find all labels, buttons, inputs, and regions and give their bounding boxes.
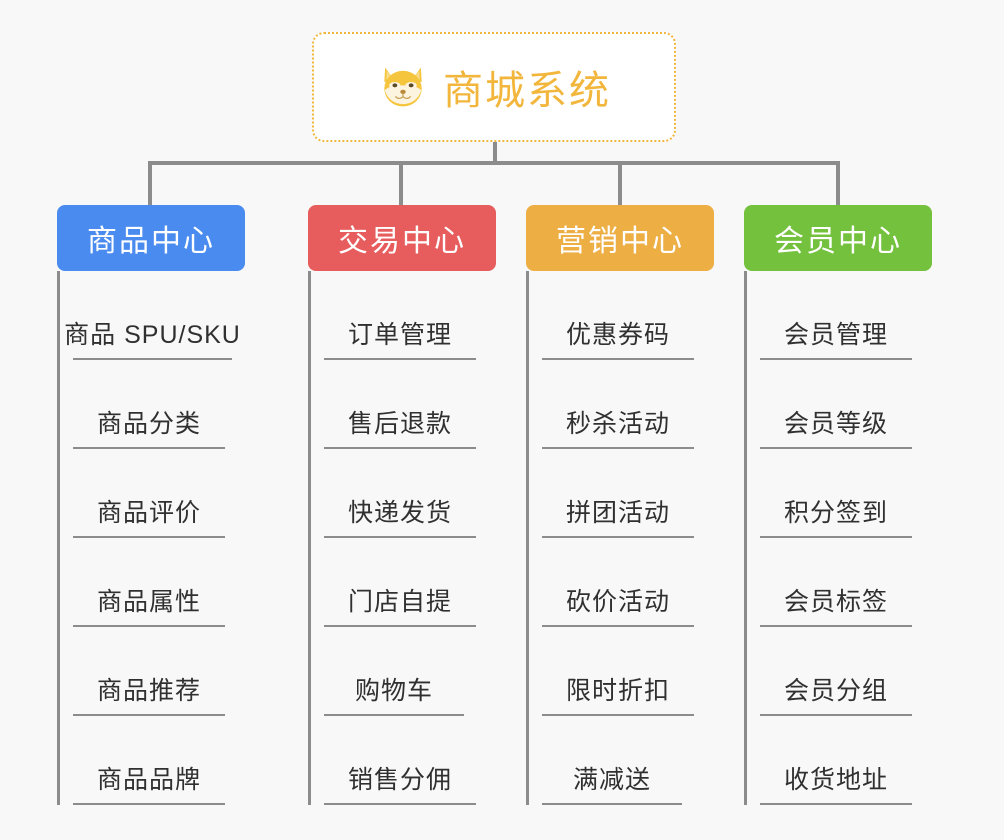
list-item-label: 会员标签 bbox=[783, 588, 888, 616]
list-item[interactable]: 商品推荐 bbox=[73, 627, 225, 716]
list-item-label: 商品 SPU/SKU bbox=[64, 321, 241, 349]
list-item[interactable]: 购物车 bbox=[324, 627, 464, 716]
list-item[interactable]: 满减送 bbox=[542, 716, 682, 805]
list-item[interactable]: 会员等级 bbox=[760, 360, 912, 449]
list-item[interactable]: 商品品牌 bbox=[73, 716, 225, 805]
list-item-label: 订单管理 bbox=[347, 321, 452, 349]
list-item[interactable]: 售后退款 bbox=[324, 360, 476, 449]
list-item[interactable]: 订单管理 bbox=[324, 271, 476, 360]
list-item[interactable]: 收货地址 bbox=[760, 716, 912, 805]
list-item[interactable]: 会员管理 bbox=[760, 271, 912, 360]
root-node[interactable]: 商城系统 bbox=[312, 32, 676, 142]
list-item-label: 会员等级 bbox=[783, 410, 888, 438]
branch-trunk-3: 优惠券码 秒杀活动 拼团活动 砍价活动 限时折扣 满减送 bbox=[526, 271, 701, 805]
root-title: 商城系统 bbox=[443, 69, 611, 113]
list-item-label: 会员分组 bbox=[783, 677, 888, 705]
branch-header-4[interactable]: 会员中心 bbox=[744, 205, 932, 271]
list-item-label: 商品属性 bbox=[96, 588, 201, 616]
list-item-label: 积分签到 bbox=[783, 499, 888, 527]
list-item-label: 限时折扣 bbox=[565, 677, 670, 705]
branch-header-label-1: 商品中心 bbox=[87, 225, 215, 258]
list-item-label: 购物车 bbox=[354, 677, 433, 705]
list-item-label: 优惠券码 bbox=[565, 321, 670, 349]
list-item[interactable]: 销售分佣 bbox=[324, 716, 476, 805]
connector-root-stem bbox=[493, 142, 497, 164]
branch-header-1[interactable]: 商品中心 bbox=[57, 205, 245, 271]
list-item-label: 商品推荐 bbox=[96, 677, 201, 705]
branch-column-3: 营销中心 优惠券码 秒杀活动 拼团活动 砍价活动 限时折扣 满减送 bbox=[526, 205, 714, 805]
list-item[interactable]: 商品评价 bbox=[73, 449, 225, 538]
list-item-label: 商品分类 bbox=[96, 410, 201, 438]
list-item[interactable]: 优惠券码 bbox=[542, 271, 694, 360]
list-item-label: 满减送 bbox=[572, 766, 651, 794]
branch-header-2[interactable]: 交易中心 bbox=[308, 205, 496, 271]
list-item-label: 商品品牌 bbox=[96, 766, 201, 794]
connector-drop-2 bbox=[399, 161, 403, 205]
list-item[interactable]: 门店自提 bbox=[324, 538, 476, 627]
list-item[interactable]: 商品属性 bbox=[73, 538, 225, 627]
list-item-label: 收货地址 bbox=[783, 766, 888, 794]
list-item[interactable]: 秒杀活动 bbox=[542, 360, 694, 449]
list-item-label: 砍价活动 bbox=[565, 588, 670, 616]
list-item-label: 会员管理 bbox=[783, 321, 888, 349]
list-item-label: 门店自提 bbox=[347, 588, 452, 616]
branch-header-label-2: 交易中心 bbox=[338, 225, 466, 258]
branch-header-label-3: 营销中心 bbox=[556, 225, 684, 258]
list-item-label: 快递发货 bbox=[347, 499, 452, 527]
connector-drop-3 bbox=[618, 161, 622, 205]
list-item[interactable]: 会员分组 bbox=[760, 627, 912, 716]
shiba-dog-face-icon bbox=[377, 61, 429, 113]
list-item[interactable]: 快递发货 bbox=[324, 449, 476, 538]
connector-horizontal-bus bbox=[148, 161, 840, 165]
list-item-label: 售后退款 bbox=[347, 410, 452, 438]
connector-drop-4 bbox=[836, 161, 840, 205]
branch-trunk-2: 订单管理 售后退款 快递发货 门店自提 购物车 销售分佣 bbox=[308, 271, 483, 805]
list-item[interactable]: 商品 SPU/SKU bbox=[64, 271, 240, 360]
list-item-label: 秒杀活动 bbox=[565, 410, 670, 438]
list-item[interactable]: 商品分类 bbox=[73, 360, 225, 449]
branch-column-4: 会员中心 会员管理 会员等级 积分签到 会员标签 会员分组 收货地址 bbox=[744, 205, 932, 805]
list-item-label: 商品评价 bbox=[96, 499, 201, 527]
branch-column-2: 交易中心 订单管理 售后退款 快递发货 门店自提 购物车 销售分佣 bbox=[308, 205, 496, 805]
list-item[interactable]: 砍价活动 bbox=[542, 538, 694, 627]
branch-trunk-1: 商品 SPU/SKU 商品分类 商品评价 商品属性 商品推荐 商品品牌 bbox=[57, 271, 240, 805]
connector-drop-1 bbox=[148, 161, 152, 205]
list-item-label: 拼团活动 bbox=[565, 499, 670, 527]
branch-trunk-4: 会员管理 会员等级 积分签到 会员标签 会员分组 收货地址 bbox=[744, 271, 919, 805]
list-item-label: 销售分佣 bbox=[347, 766, 452, 794]
list-item[interactable]: 限时折扣 bbox=[542, 627, 694, 716]
list-item[interactable]: 会员标签 bbox=[760, 538, 912, 627]
branch-header-label-4: 会员中心 bbox=[774, 225, 902, 258]
list-item[interactable]: 拼团活动 bbox=[542, 449, 694, 538]
branch-column-1: 商品中心 商品 SPU/SKU 商品分类 商品评价 商品属性 商品推荐 商品品牌 bbox=[57, 205, 245, 805]
list-item[interactable]: 积分签到 bbox=[760, 449, 912, 538]
branch-header-3[interactable]: 营销中心 bbox=[526, 205, 714, 271]
